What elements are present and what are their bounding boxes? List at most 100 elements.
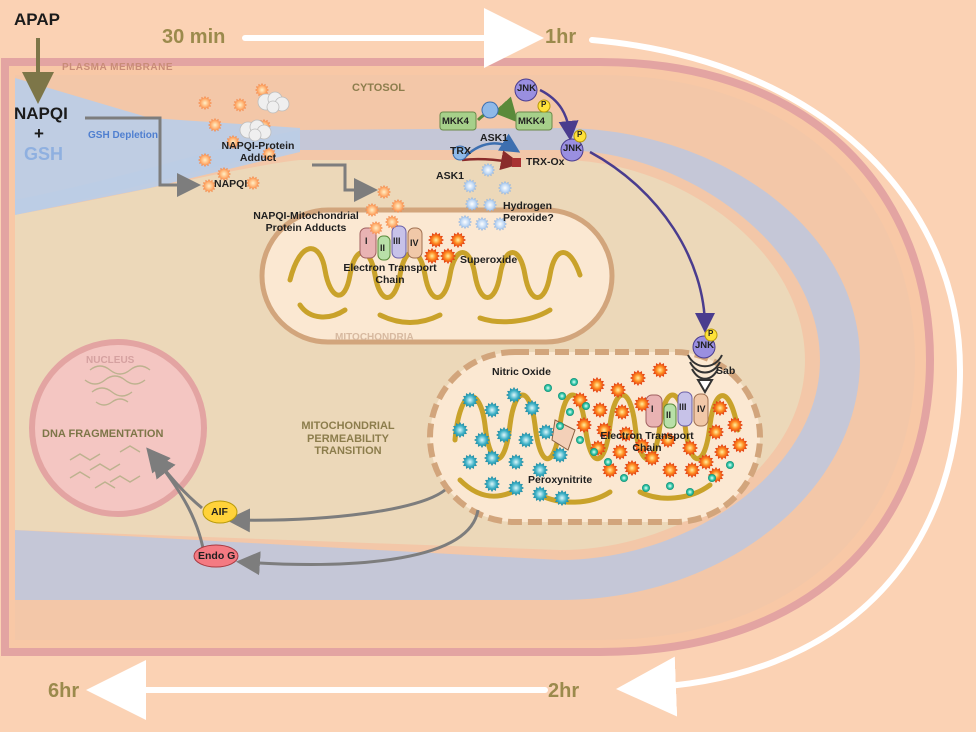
superoxide-particle: [614, 404, 630, 420]
aif-label: AIF: [211, 506, 228, 518]
trx-ox-label: TRX-Ox: [526, 156, 565, 168]
superoxide-particle: [428, 232, 444, 248]
superoxide-label: Superoxide: [460, 254, 518, 266]
mito-adduct-particle: [365, 203, 379, 217]
peroxynitrite-particle: [554, 490, 570, 506]
superoxide-particle: [440, 248, 456, 264]
peroxynitrite-label: Peroxynitrite: [528, 474, 593, 486]
superoxide-particle: [708, 424, 724, 440]
trx-label: TRX: [450, 145, 471, 157]
napqi-particle: [226, 135, 240, 149]
peroxynitrite-particle: [484, 450, 500, 466]
etc-complexes-upper: [359, 225, 423, 261]
sab-receptor-icon: [687, 354, 723, 394]
ask1-active-label: ASK1: [480, 132, 509, 144]
complex-iii-lower: III: [679, 402, 687, 412]
napqi-particle: [255, 83, 269, 97]
gsh-depletion-label: GSH Depletion: [88, 130, 159, 141]
mito-protein-adducts-label: NAPQI-Mitochondrial Protein Adducts: [253, 210, 359, 235]
h2o2-particle: [458, 215, 472, 229]
gsh-label: GSH: [24, 144, 64, 164]
mkk4-p-label: MKK4: [518, 116, 545, 127]
superoxide-particle: [660, 432, 676, 448]
complex-ii-upper: II: [380, 243, 386, 253]
mpt-label: MITOCHONDRIAL PERMEABILITY TRANSITION: [301, 420, 395, 458]
mito-adduct-particle: [377, 185, 391, 199]
peroxynitrite-particle: [508, 480, 524, 496]
superoxide-particle: [698, 454, 714, 470]
peroxynitrite-particle: [524, 400, 540, 416]
h2o2-particle: [493, 217, 507, 231]
aif-node: [202, 500, 238, 524]
nitric-oxide-dot: [620, 474, 628, 482]
nitric-oxide-dot: [558, 392, 566, 400]
superoxide-particle: [576, 417, 592, 433]
superoxide-particle: [602, 462, 618, 478]
particle-layer: [198, 83, 748, 506]
h2o2-particle: [463, 179, 477, 193]
peroxynitrite-particle: [538, 424, 554, 440]
mkk4-box: [439, 111, 477, 131]
superoxide-particle: [624, 460, 640, 476]
dna-fragmentation-label: DNA FRAGMENTATION: [42, 428, 164, 440]
nitric-oxide-dot: [666, 482, 674, 490]
mkk4-label: MKK4: [442, 116, 469, 127]
trx-ox-arrow: [461, 150, 521, 171]
mitochondria-label: MITOCHONDRIA: [335, 332, 414, 343]
superoxide-particle: [612, 444, 628, 460]
superoxide-particle: [589, 377, 605, 393]
chromatin-icon: [69, 365, 151, 489]
mito-adduct-particle: [369, 221, 383, 235]
jnk-mito-label: JNK: [695, 340, 715, 351]
superoxide-particle: [684, 462, 700, 478]
time-30min: 30 min: [162, 26, 226, 48]
phospho-badge-3: [704, 328, 718, 342]
superoxide-particle: [592, 402, 608, 418]
peroxynitrite-particle: [462, 454, 478, 470]
protein-cloud-icon: [239, 119, 272, 142]
ask1-trx-icon: [452, 145, 468, 161]
superoxide-particle: [634, 396, 650, 412]
timeline-arrows: [86, 8, 964, 720]
apap-label: APAP: [14, 10, 60, 29]
superoxide-particle: [596, 422, 612, 438]
peroxynitrite-particle: [452, 422, 468, 438]
napqi-particle: [262, 147, 276, 161]
peroxynitrite-particle: [532, 486, 548, 502]
hydrogen-peroxide-label: Hydrogen Peroxide?: [503, 200, 554, 225]
mkk4-p-box: [515, 111, 553, 131]
complex-i-lower: I: [651, 404, 654, 414]
nitric-oxide-dot: [604, 458, 612, 466]
ask1-label: ASK1: [436, 170, 465, 182]
peroxynitrite-particle: [484, 402, 500, 418]
superoxide-particle: [424, 248, 440, 264]
phospho-badge-2: [573, 129, 587, 143]
peroxynitrite-particle: [518, 432, 534, 448]
peroxynitrite-particle: [474, 432, 490, 448]
napqi-label: NAPQI: [14, 104, 68, 123]
complex-iii-upper: III: [393, 236, 401, 246]
cytosol-label: CYTOSOL: [352, 82, 405, 94]
time-1hr: 1hr: [545, 26, 577, 48]
superoxide-particle: [644, 450, 660, 466]
peroxynitrite-particle: [506, 387, 522, 403]
napqi-small-label: NAPQI: [214, 178, 248, 190]
superoxide-particle: [712, 400, 728, 416]
superoxide-particle: [630, 370, 646, 386]
napqi-particle: [208, 118, 222, 132]
endog-node: [193, 544, 239, 568]
nitric-oxide-dot: [556, 422, 564, 430]
superoxide-particle: [727, 417, 743, 433]
peroxynitrite-particle: [484, 476, 500, 492]
peroxynitrite-particle: [552, 447, 568, 463]
mito-adduct-particle: [385, 215, 399, 229]
nitric-oxide-dot: [544, 384, 552, 392]
napqi-particle: [246, 176, 260, 190]
etc-label-lower: Electron Transport Chain: [600, 430, 694, 455]
nitric-oxide-dot: [570, 378, 578, 386]
peroxynitrite-particle: [508, 454, 524, 470]
complex-ii-lower: II: [666, 410, 672, 420]
complex-i-upper: I: [365, 236, 368, 246]
superoxide-particle: [610, 382, 626, 398]
nitric-oxide-dot: [708, 474, 716, 482]
